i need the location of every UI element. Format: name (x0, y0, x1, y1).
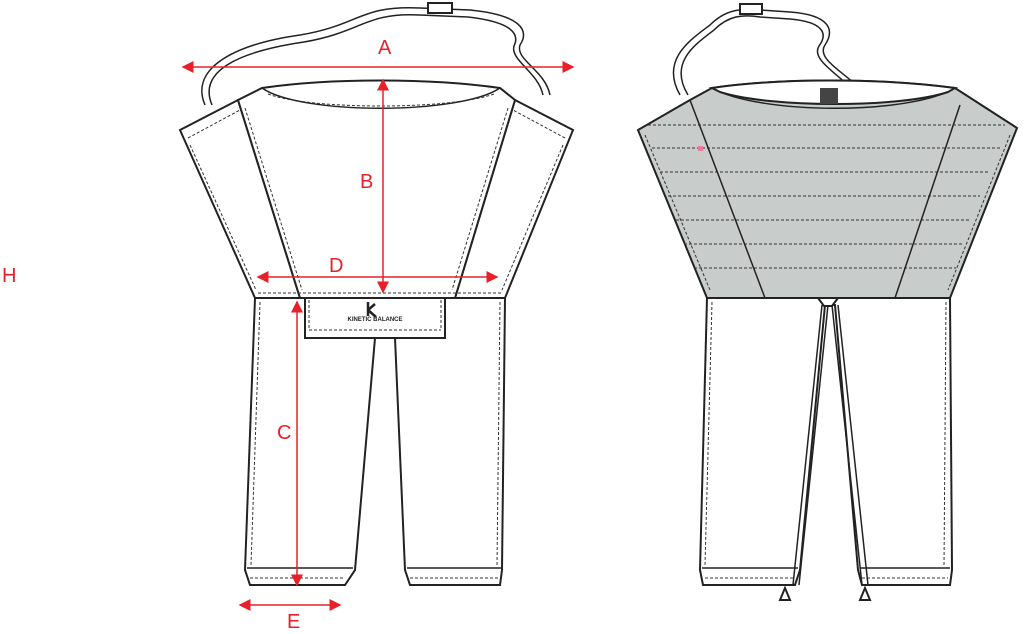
zipper-pull-icon (778, 585, 792, 601)
right-zipper (831, 304, 869, 586)
back-view (636, 3, 1019, 601)
neck-strap (201, 6, 551, 106)
back-logo-icon (820, 88, 838, 104)
label-d: D (329, 255, 344, 277)
front-view (178, 2, 575, 611)
label-c: C (277, 422, 292, 444)
left-zipper (792, 304, 829, 586)
strap-buckle-icon (739, 3, 763, 15)
strap-buckle-icon (427, 2, 453, 14)
back-pants (698, 297, 954, 586)
label-h: H (2, 265, 17, 287)
label-e: E (287, 611, 301, 633)
zipper-pull-icon (858, 585, 872, 601)
front-body (236, 79, 517, 299)
logo-text: KINETIC BALANCE (347, 317, 403, 323)
logo-icon (366, 302, 377, 318)
label-b: B (360, 171, 374, 193)
label-a: A (378, 37, 392, 59)
